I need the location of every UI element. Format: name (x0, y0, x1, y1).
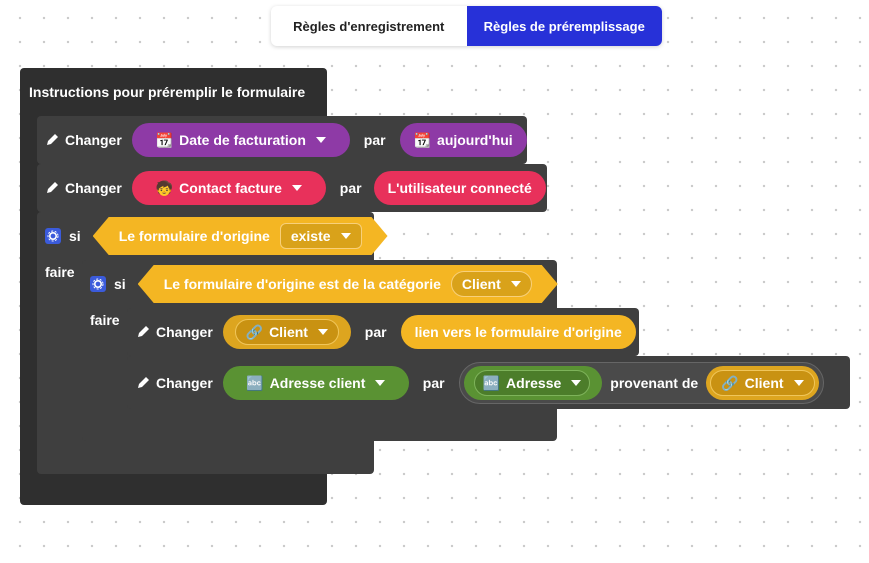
field-label: Date de facturation (179, 132, 306, 148)
chevron-down-icon (315, 137, 326, 143)
if-row-inner: si Le formulaire d'origine est de la cat… (90, 264, 558, 304)
value-label: lien vers le formulaire d'origine (414, 324, 622, 340)
gear-icon[interactable] (45, 228, 61, 244)
category-dropdown[interactable]: Client (451, 271, 532, 297)
condition-origin-exists[interactable]: Le formulaire d'origine existe (93, 217, 388, 255)
chevron-down-icon (793, 380, 804, 386)
change-verb: Changer (65, 180, 122, 196)
chevron-down-icon (291, 185, 302, 191)
field-label: Adresse client (269, 375, 366, 391)
change-verb: Changer (156, 324, 213, 340)
link-source-chip: 🔗 Client (710, 370, 815, 396)
change-verb: Changer (156, 375, 213, 391)
pencil-icon (45, 181, 59, 195)
field-label: Contact facture (179, 180, 282, 196)
value-origin-link[interactable]: lien vers le formulaire d'origine (400, 315, 636, 349)
address-dropdown[interactable]: 🔤 Adresse (463, 366, 603, 400)
change-row-date: Changer 📆 Date de facturation par 📆 aujo… (45, 123, 527, 157)
field-dropdown-address[interactable]: 🔤 Adresse client (222, 366, 409, 400)
value-label: aujourd'hui (437, 132, 513, 148)
value-label: L'utilisateur connecté (387, 180, 532, 196)
abc-icon: 🔤 (246, 374, 264, 391)
gear-icon[interactable] (90, 276, 106, 292)
source-label: Client (744, 375, 784, 391)
link-icon: 🔗 (721, 374, 739, 391)
exists-dropdown[interactable]: existe (280, 223, 362, 249)
pencil-icon (45, 133, 59, 147)
field-dropdown-client[interactable]: 🔗 Client (222, 315, 351, 349)
address-chip: 🔤 Adresse (473, 370, 591, 396)
link-field-chip: 🔗 Client (234, 319, 339, 345)
field-dropdown-contact[interactable]: 🧒 Contact facture (131, 171, 326, 205)
if-label: si (114, 276, 126, 292)
chevron-down-icon (375, 380, 386, 386)
tab-save-rules[interactable]: Règles d'enregistrement (293, 18, 445, 34)
condition-label: Le formulaire d'origine est de la catégo… (163, 276, 441, 292)
dropdown-label: existe (290, 228, 331, 244)
value-label: Adresse (506, 375, 562, 391)
dropdown-label: Client (461, 276, 501, 292)
connector-par: par (422, 375, 445, 391)
condition-label: Le formulaire d'origine (118, 228, 270, 244)
value-today[interactable]: 📆 aujourd'hui (399, 123, 527, 157)
value-address-from[interactable]: 🔤 Adresse provenant de 🔗 Client (458, 362, 824, 404)
if-label: si (69, 228, 81, 244)
link-icon: 🔗 (245, 323, 264, 340)
change-verb: Changer (65, 132, 122, 148)
condition-origin-category[interactable]: Le formulaire d'origine est de la catégo… (138, 265, 558, 303)
chevron-down-icon (571, 380, 582, 386)
value-current-user[interactable]: L'utilisateur connecté (373, 171, 546, 205)
connector-par: par (363, 132, 386, 148)
change-row-address: Changer 🔤 Adresse client par 🔤 Adresse p… (136, 362, 824, 404)
person-icon: 🧒 (155, 179, 174, 196)
chevron-down-icon (317, 329, 328, 335)
pencil-icon (136, 376, 150, 390)
connector-par: par (364, 324, 387, 340)
source-dropdown-client[interactable]: 🔗 Client (706, 366, 819, 400)
from-label: provenant de (610, 375, 699, 391)
tab-prefill-rules[interactable]: Règles de préremplissage (466, 6, 662, 46)
change-row-contact: Changer 🧒 Contact facture par L'utilisat… (45, 171, 546, 205)
connector-par: par (339, 180, 362, 196)
pencil-icon (136, 325, 150, 339)
field-dropdown-date[interactable]: 📆 Date de facturation (131, 123, 350, 157)
field-label: Client (269, 324, 308, 340)
abc-icon: 🔤 (482, 374, 501, 391)
calendar-icon: 📆 (413, 131, 432, 148)
faire-label-outer: faire (45, 264, 75, 280)
chevron-down-icon (511, 281, 521, 287)
chevron-down-icon (341, 233, 351, 239)
faire-label-inner: faire (90, 312, 120, 328)
tab-switch: Règles d'enregistrement Règles de prérem… (271, 6, 662, 46)
if-row-outer: si Le formulaire d'origine existe (45, 216, 388, 256)
root-title: Instructions pour préremplir le formulai… (29, 84, 306, 100)
change-row-client: Changer 🔗 Client par lien vers le formul… (136, 315, 636, 349)
calendar-icon: 📆 (155, 131, 174, 148)
